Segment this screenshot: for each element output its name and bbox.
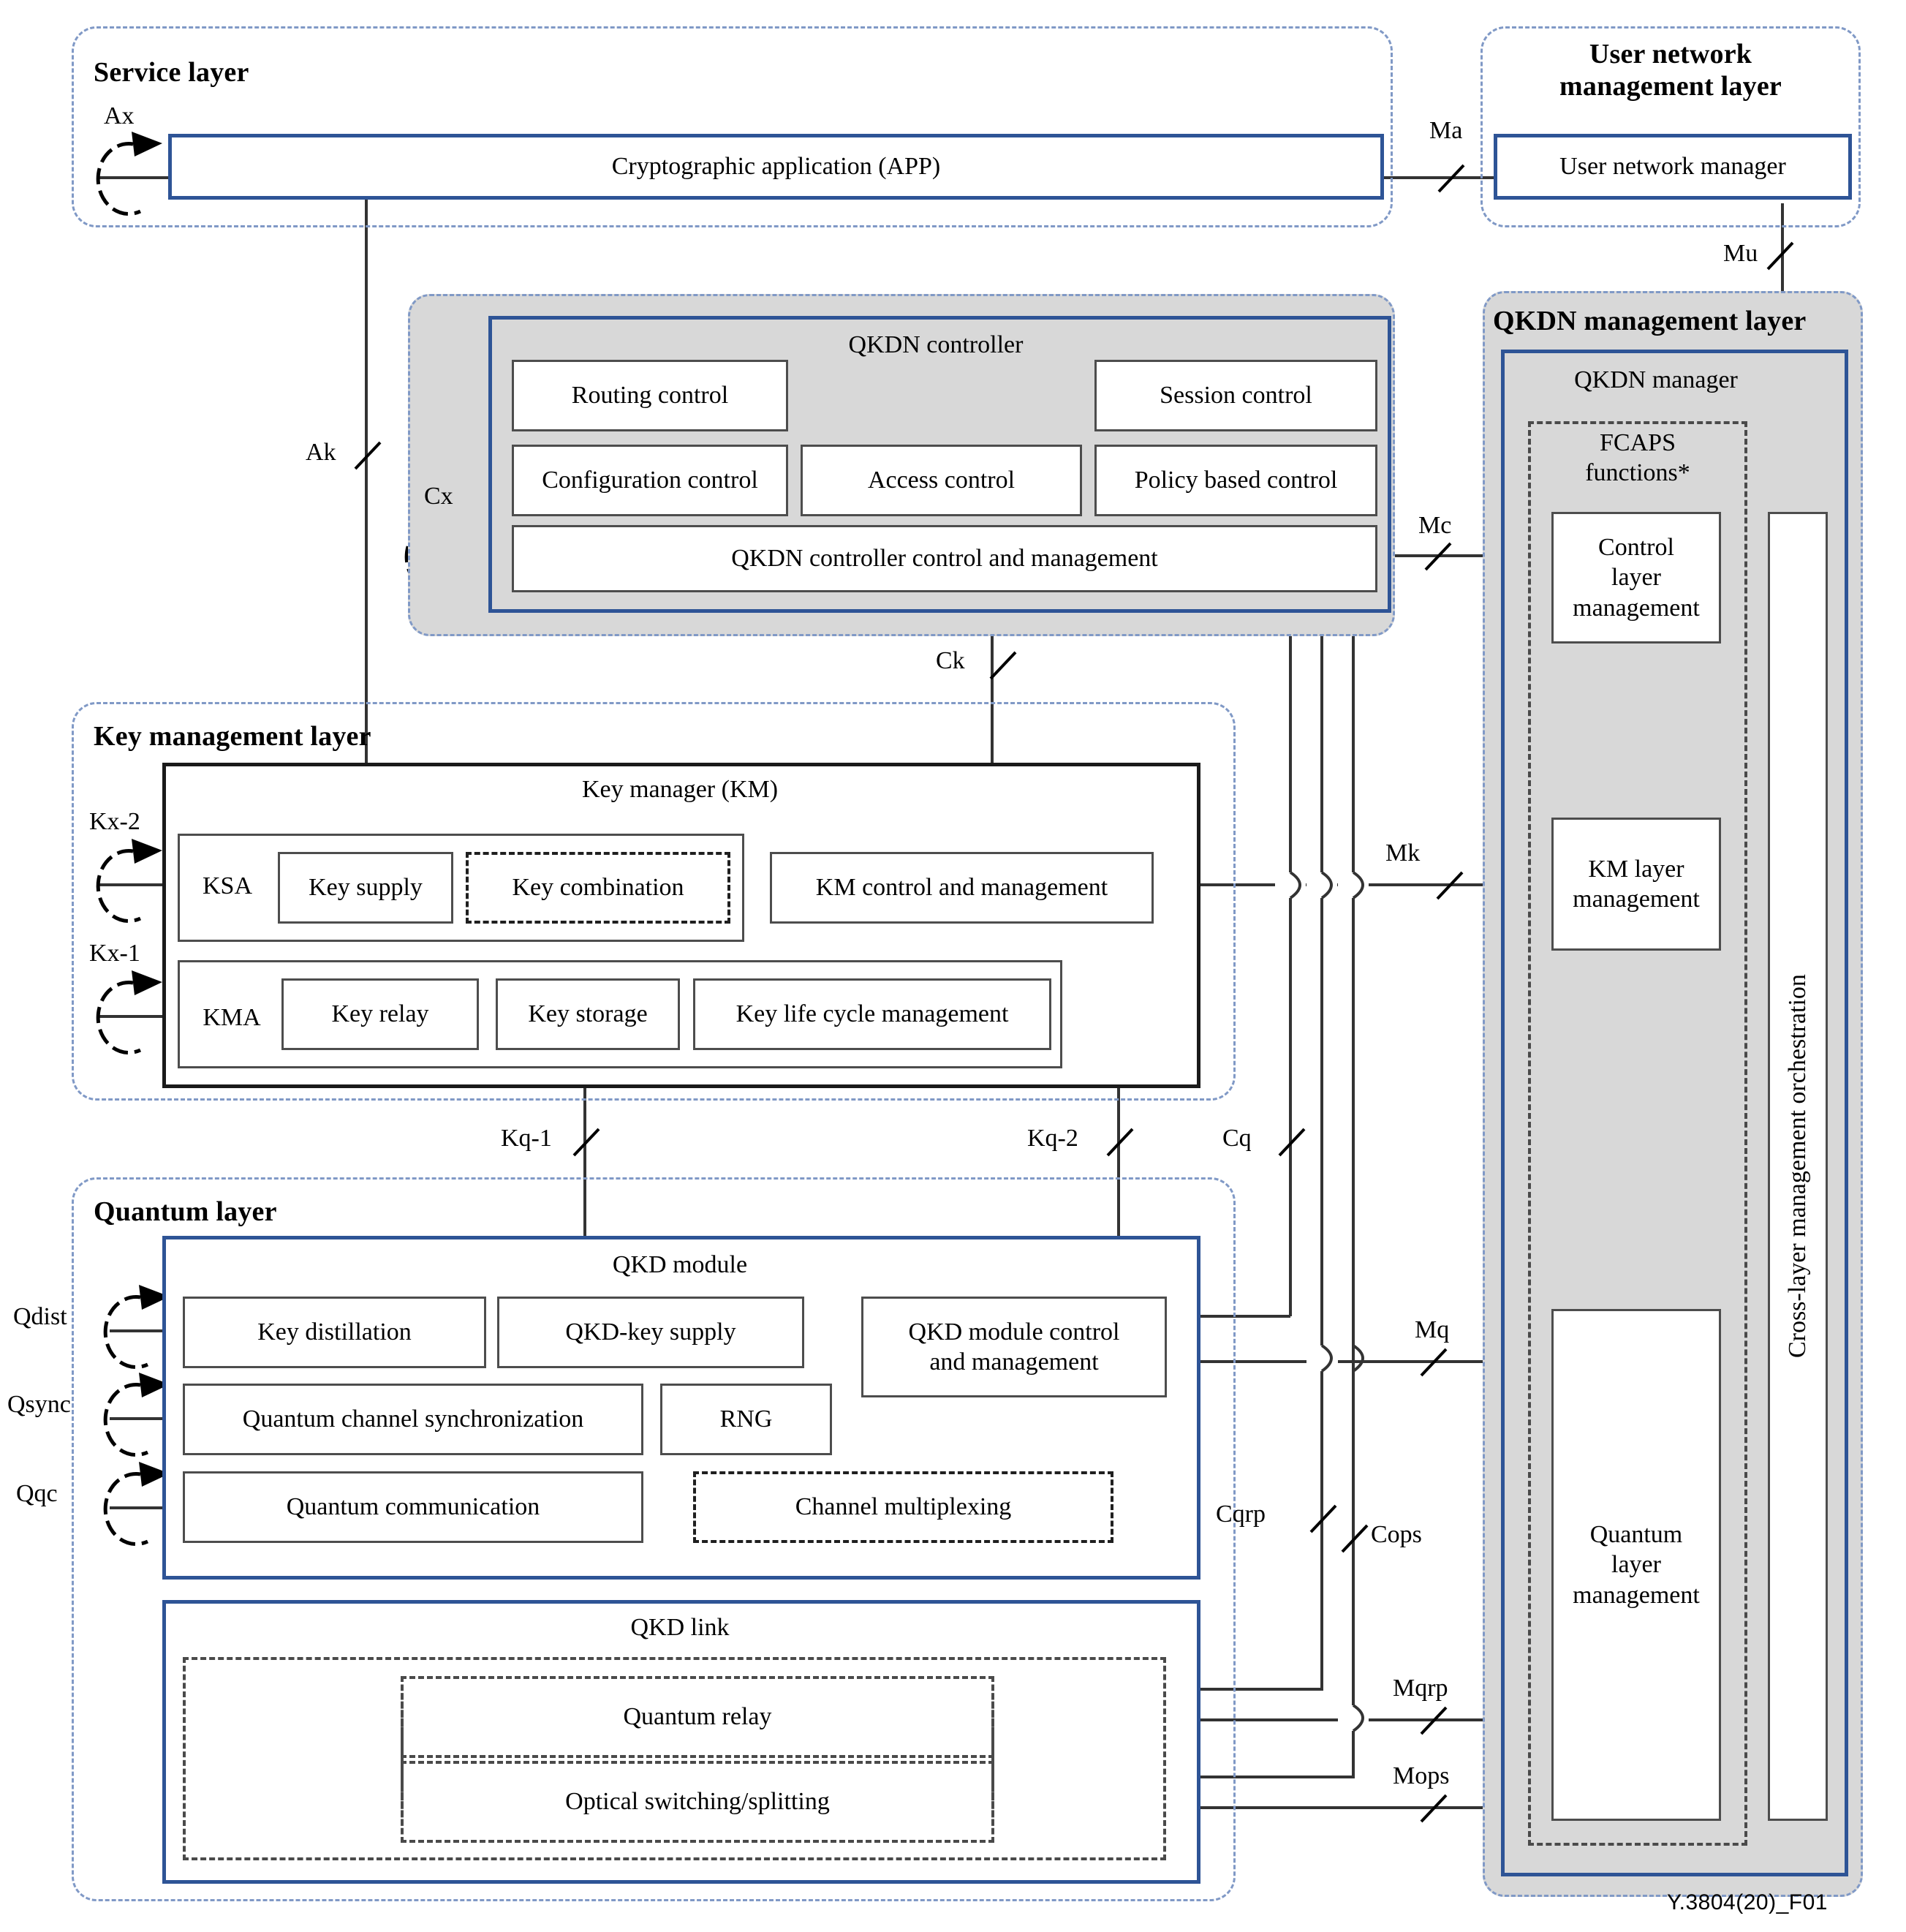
interface-mq-label: Mq xyxy=(1415,1316,1450,1343)
user-network-management-layer-boundary xyxy=(1480,26,1861,227)
km-layer-management-block[interactable]: KM layer management xyxy=(1551,818,1721,951)
interface-cops-label: Cops xyxy=(1371,1521,1422,1548)
key-distillation-label: Key distillation xyxy=(257,1318,412,1346)
key-management-layer-title: Key management layer xyxy=(94,721,371,752)
qkd-link-outer-group xyxy=(183,1657,1166,1860)
routing-control-block[interactable]: Routing control xyxy=(512,360,788,431)
interface-kx1-label: Kx-1 xyxy=(89,940,140,967)
user-network-manager-block[interactable]: User network manager xyxy=(1494,134,1852,200)
interface-kq1-label: Kq-1 xyxy=(501,1125,552,1152)
km-control-and-management-block[interactable]: KM control and management xyxy=(770,852,1154,924)
key-combination-label: Key combination xyxy=(512,874,684,902)
qkd-link-block[interactable] xyxy=(162,1600,1200,1884)
channel-multiplexing-block[interactable]: Channel multiplexing xyxy=(693,1471,1113,1543)
qkd-module-title: QKD module xyxy=(612,1251,748,1278)
key-management-layer-boundary xyxy=(72,702,1236,1101)
control-layer-management-block[interactable]: Control layer management xyxy=(1551,512,1721,644)
key-storage-label: Key storage xyxy=(528,1000,648,1028)
optical-switching-splitting-block[interactable]: Optical switching/splitting xyxy=(401,1761,994,1843)
cryptographic-application-block[interactable]: Cryptographic application (APP) xyxy=(168,134,1384,200)
policy-based-control-block[interactable]: Policy based control xyxy=(1094,445,1377,516)
cryptographic-application-label: Cryptographic application (APP) xyxy=(611,153,941,181)
access-control-label: Access control xyxy=(867,467,1016,494)
interface-ma-label: Ma xyxy=(1429,117,1463,144)
quantum-relay-block[interactable]: Quantum relay xyxy=(401,1676,994,1758)
interface-mu-label: Mu xyxy=(1723,240,1758,267)
key-supply-block[interactable]: Key supply xyxy=(278,852,453,924)
channel-multiplexing-label: Channel multiplexing xyxy=(795,1493,1012,1521)
unml-title-line1: User network xyxy=(1589,39,1752,70)
interface-kq2-label: Kq-2 xyxy=(1027,1125,1078,1152)
access-control-block[interactable]: Access control xyxy=(801,445,1082,516)
interface-cx-label: Cx xyxy=(424,483,453,510)
quantum-communication-block[interactable]: Quantum communication xyxy=(183,1471,643,1543)
interface-mk-label: Mk xyxy=(1385,839,1421,867)
user-network-management-layer-title: User network management layer xyxy=(1495,38,1846,104)
km-layer-management-label: KM layer management xyxy=(1573,855,1700,913)
routing-control-label: Routing control xyxy=(571,382,729,410)
qkd-module-control-and-management-label: QKD module control and management xyxy=(908,1318,1120,1376)
session-control-block[interactable]: Session control xyxy=(1094,360,1377,431)
interface-cq-label: Cq xyxy=(1222,1125,1252,1152)
fcaps-functions-label: FCAPS functions* xyxy=(1585,429,1690,486)
km-control-and-management-label: KM control and management xyxy=(815,874,1108,902)
key-life-cycle-management-label: Key life cycle management xyxy=(735,1000,1009,1028)
session-control-label: Session control xyxy=(1160,382,1312,410)
policy-based-control-label: Policy based control xyxy=(1134,467,1338,494)
fcaps-functions-group xyxy=(1528,421,1747,1846)
qkd-key-supply-label: QKD-key supply xyxy=(565,1318,736,1346)
user-network-manager-label: User network manager xyxy=(1559,153,1786,181)
interface-mc-label: Mc xyxy=(1418,512,1452,539)
qkdn-controller-title: QKDN controller xyxy=(848,331,1024,358)
figure-number: Y.3804(20)_F01 xyxy=(1667,1890,1828,1914)
service-layer-title: Service layer xyxy=(94,57,249,88)
interface-mqrp-label: Mqrp xyxy=(1393,1675,1448,1702)
interface-ak-label: Ak xyxy=(306,439,336,466)
unml-title-line2: management layer xyxy=(1559,71,1782,102)
key-combination-block[interactable]: Key combination xyxy=(466,852,730,924)
key-relay-block[interactable]: Key relay xyxy=(281,978,479,1050)
quantum-layer-boundary xyxy=(72,1177,1236,1901)
qkd-key-supply-block[interactable]: QKD-key supply xyxy=(497,1297,804,1368)
rng-label: RNG xyxy=(719,1405,773,1433)
qkdn-controller-control-and-management-label: QKDN controller control and management xyxy=(731,545,1158,573)
key-storage-block[interactable]: Key storage xyxy=(496,978,680,1050)
configuration-control-block[interactable]: Configuration control xyxy=(512,445,788,516)
key-manager-title: Key manager (KM) xyxy=(581,776,779,803)
cross-layer-management-orchestration-label: Cross-layer management orchestration xyxy=(1784,974,1811,1359)
quantum-relay-label: Quantum relay xyxy=(623,1703,772,1731)
optical-switching-splitting-label: Optical switching/splitting xyxy=(565,1788,830,1816)
interface-cqrp-label: Cqrp xyxy=(1216,1501,1266,1528)
quantum-layer-title: Quantum layer xyxy=(94,1196,277,1227)
key-relay-label: Key relay xyxy=(331,1000,429,1028)
interface-qsync-label: Qsync xyxy=(7,1391,71,1418)
kma-label: KMA xyxy=(203,1004,261,1031)
quantum-channel-synchronization-label: Quantum channel synchronization xyxy=(242,1405,584,1433)
cross-layer-management-orchestration-block[interactable]: Cross-layer management orchestration xyxy=(1768,512,1828,1821)
quantum-layer-management-label: Quantum layer management xyxy=(1573,1520,1700,1609)
ksa-label: KSA xyxy=(202,872,253,899)
interface-qdist-label: Qdist xyxy=(13,1303,67,1330)
ksa-group-block[interactable] xyxy=(178,834,744,942)
qkd-module-control-and-management-block[interactable]: QKD module control and management xyxy=(861,1297,1167,1397)
interface-ck-label: Ck xyxy=(936,647,965,674)
interface-kx2-label: Kx-2 xyxy=(89,808,140,835)
key-life-cycle-management-block[interactable]: Key life cycle management xyxy=(693,978,1051,1050)
key-distillation-block[interactable]: Key distillation xyxy=(183,1297,486,1368)
interface-ax-label: Ax xyxy=(104,102,135,129)
quantum-channel-synchronization-block[interactable]: Quantum channel synchronization xyxy=(183,1384,643,1455)
qkdn-manager-title: QKDN manager xyxy=(1574,366,1738,393)
interface-mops-label: Mops xyxy=(1393,1762,1450,1789)
rng-block[interactable]: RNG xyxy=(660,1384,832,1455)
key-supply-label: Key supply xyxy=(309,874,423,902)
interface-qqc-label: Qqc xyxy=(16,1480,58,1507)
control-layer-management-label: Control layer management xyxy=(1573,533,1700,622)
service-layer-boundary xyxy=(72,26,1393,227)
qkd-link-title: QKD link xyxy=(630,1614,730,1641)
quantum-communication-label: Quantum communication xyxy=(286,1493,540,1521)
quantum-layer-management-block[interactable]: Quantum layer management xyxy=(1551,1309,1721,1821)
qkdn-management-layer-title: QKDN management layer xyxy=(1493,306,1807,336)
configuration-control-label: Configuration control xyxy=(542,467,758,494)
qkdn-controller-control-and-management-block[interactable]: QKDN controller control and management xyxy=(512,525,1377,592)
